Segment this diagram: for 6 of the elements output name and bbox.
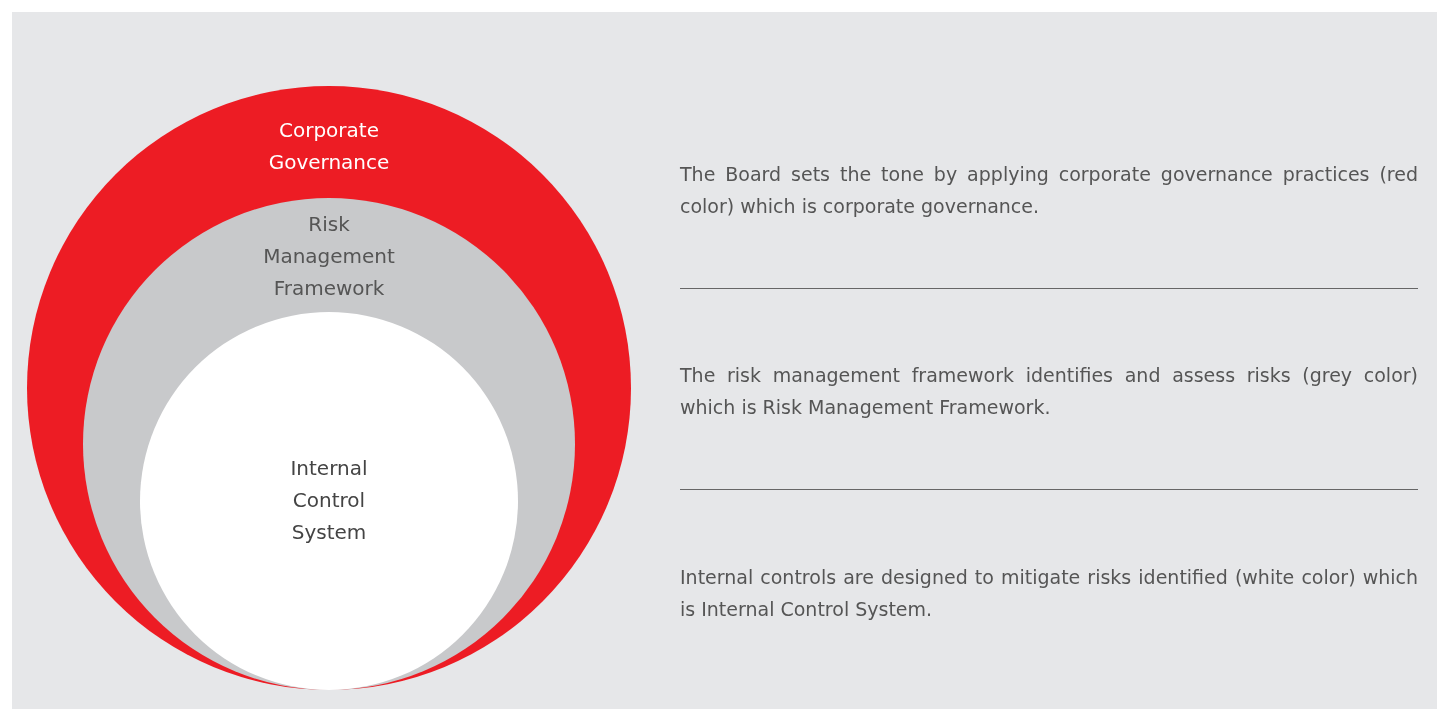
circle-label: Corporate Governance	[267, 117, 391, 176]
description-text: The Board sets the tone by applying corporate governance practices (red color) which is corporate governance.	[680, 162, 1418, 219]
description-text: The risk management framework identifies and assess risks (grey color) which is Risk Management Framework.	[680, 363, 1418, 420]
circle-label: Internal Control System	[289, 455, 369, 546]
circle-label: Risk Management Framework	[262, 211, 396, 302]
description-text: Internal controls are designed to mitigate risks identified (white color) which is Internal Control System.	[680, 565, 1418, 622]
